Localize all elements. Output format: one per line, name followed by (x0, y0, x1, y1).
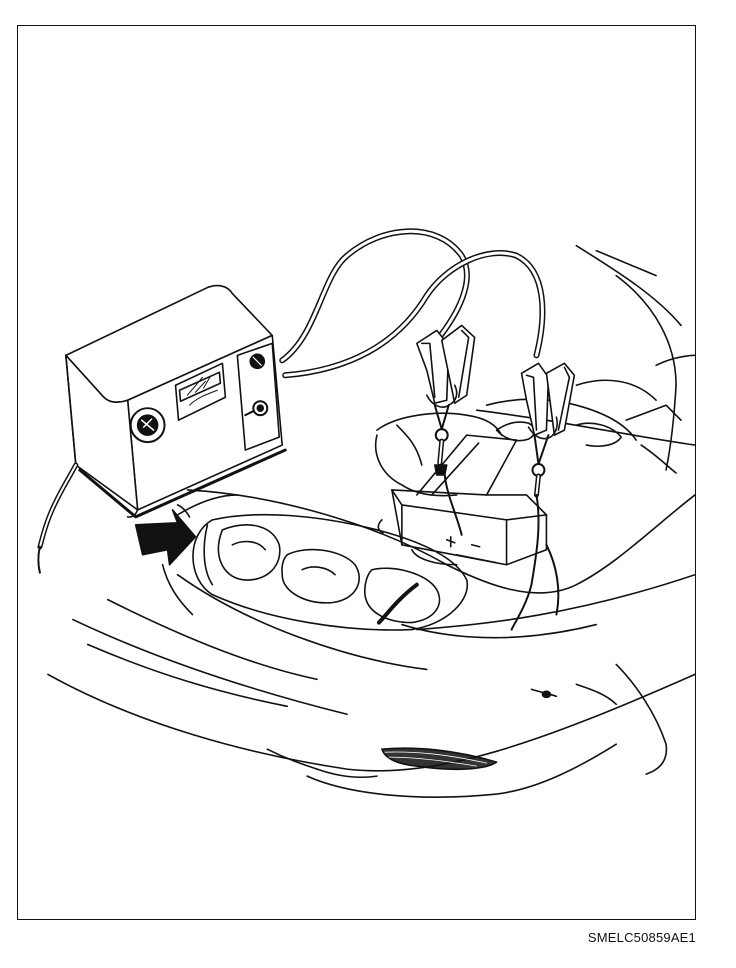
headlight (176, 494, 469, 631)
battery-charger-illustration (37, 228, 695, 798)
battery-charger-unit (37, 284, 287, 574)
charger-cables (279, 228, 546, 379)
battery-clamps (416, 324, 576, 631)
direction-arrow (134, 504, 197, 616)
car-body (47, 244, 695, 798)
figure-code: SMELC50859AE1 (587, 930, 696, 945)
illustration-frame (17, 25, 696, 920)
engine-bay (374, 354, 695, 566)
